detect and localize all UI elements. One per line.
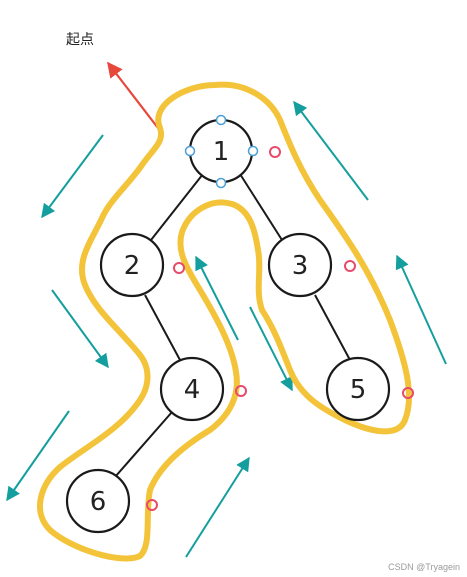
node-label: 5: [350, 375, 367, 405]
edge-1-2: [150, 173, 204, 241]
visit-markers: [146, 146, 414, 511]
node-label: 4: [184, 375, 201, 405]
watermark: CSDN @Tryagein: [388, 562, 460, 572]
flow-arrow: [6, 410, 70, 502]
tree-node-4: 4: [159, 356, 225, 422]
visit-marker: [344, 260, 356, 272]
edge-4-6: [114, 411, 173, 478]
tree-edges: [114, 173, 351, 478]
resize-handle-left[interactable]: [184, 145, 196, 157]
traversal-contour: [37, 81, 413, 562]
start-arrow: [107, 61, 159, 129]
tree-node-2: 2: [99, 232, 165, 298]
flow-arrow: [195, 255, 239, 341]
visit-marker: [173, 262, 185, 274]
edge-3-5: [314, 294, 351, 361]
tree-node-5: 5: [325, 356, 391, 422]
resize-handle-right[interactable]: [247, 145, 259, 157]
tree-node-6: 6: [65, 468, 131, 534]
flow-arrow: [51, 289, 109, 369]
flow-arrow: [185, 456, 250, 558]
edge-2-4: [144, 294, 181, 361]
node-label: 6: [90, 487, 107, 517]
node-label: 2: [124, 251, 141, 281]
tree-node-1: 1: [188, 118, 254, 184]
node-label: 3: [292, 251, 309, 281]
flow-arrow: [41, 134, 104, 219]
edge-1-3: [239, 173, 283, 241]
node-label: 1: [213, 137, 230, 167]
visit-marker: [235, 385, 247, 397]
flow-arrow: [395, 254, 447, 365]
flow-arrows: [6, 100, 447, 558]
flow-arrow: [249, 306, 293, 392]
selection-handles[interactable]: [184, 114, 259, 189]
visit-marker: [402, 387, 414, 399]
resize-handle-top[interactable]: [215, 114, 227, 126]
start-label: 起点: [66, 32, 94, 48]
visit-marker: [269, 146, 281, 158]
flow-arrow: [293, 100, 369, 201]
tree-node-3: 3: [267, 232, 333, 298]
visit-marker: [146, 499, 158, 511]
resize-handle-bottom[interactable]: [215, 177, 227, 189]
